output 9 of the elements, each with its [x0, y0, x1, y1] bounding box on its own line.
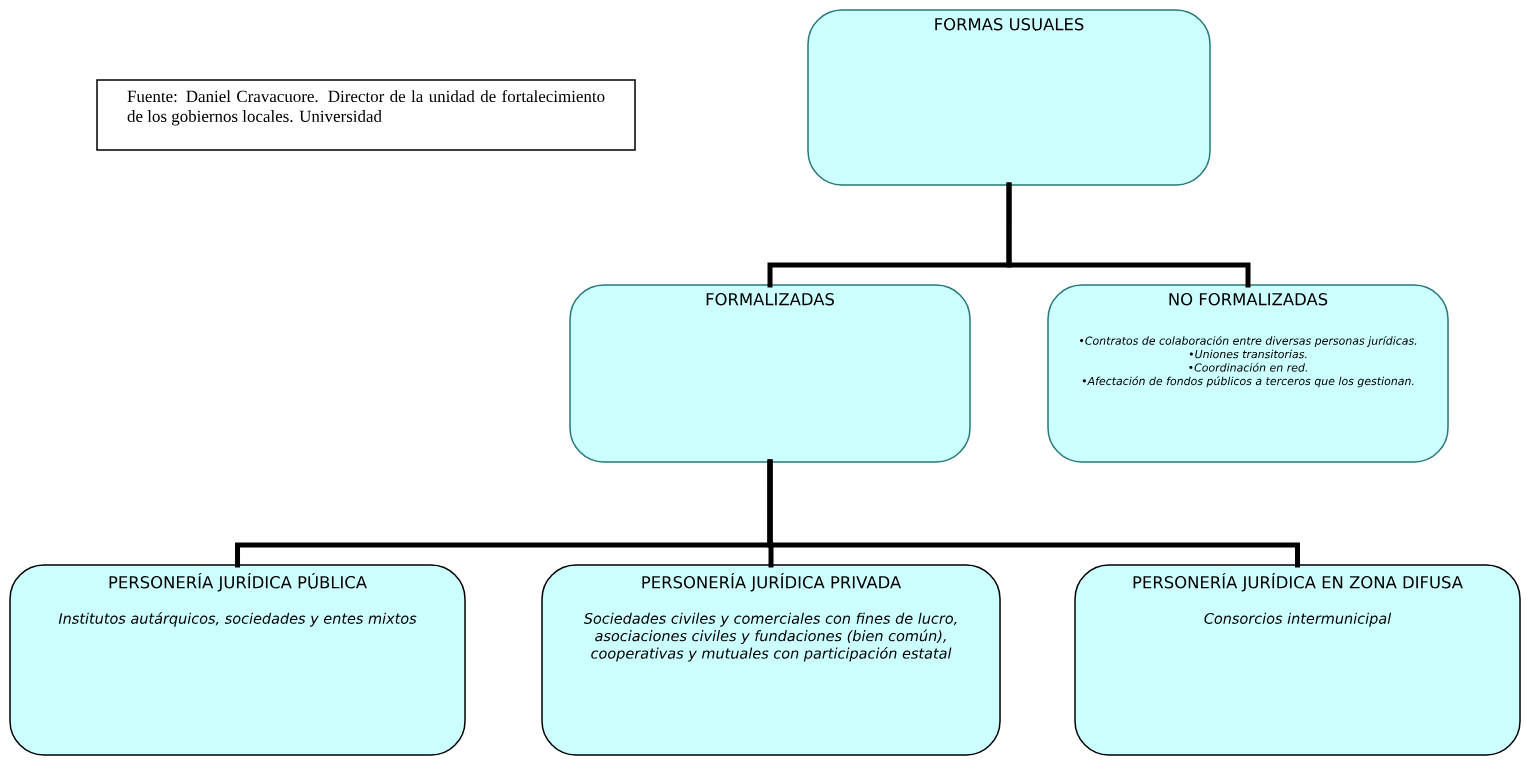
category-box: PERSONERÍA JURÍDICA PÚBLICA Institutos autárquicos, sociedades y entes mixtos [9, 564, 466, 756]
category-box: PERSONERÍA JURÍDICA PRIVADA Sociedades civiles y comerciales con fines de lucro, asociaciones civiles y fundaciones (bien común), cooperativas y mutuales con participación estatal [541, 564, 1001, 756]
category-box: FORMAS USUALES [807, 9, 1211, 186]
category-box: NO FORMALIZADAS •Contratos de colaboración entre diversas personas jurídicas. •Uniones transitorias. •Coordinación en red. •Afectación de fondos públicos a terceros que los gestionan. [1047, 284, 1449, 463]
category-box: PERSONERÍA JURÍDICA EN ZONA DIFUSA Consorcios intermunicipal [1074, 564, 1521, 756]
connector-line [767, 459, 1300, 568]
connector-line [1006, 182, 1251, 288]
source-note: Fuente: Daniel Cravacuore. Director de la unidad de fortalecimiento de los gobiernos locales. Universidad [96, 79, 636, 151]
category-box: FORMALIZADAS [569, 284, 971, 463]
